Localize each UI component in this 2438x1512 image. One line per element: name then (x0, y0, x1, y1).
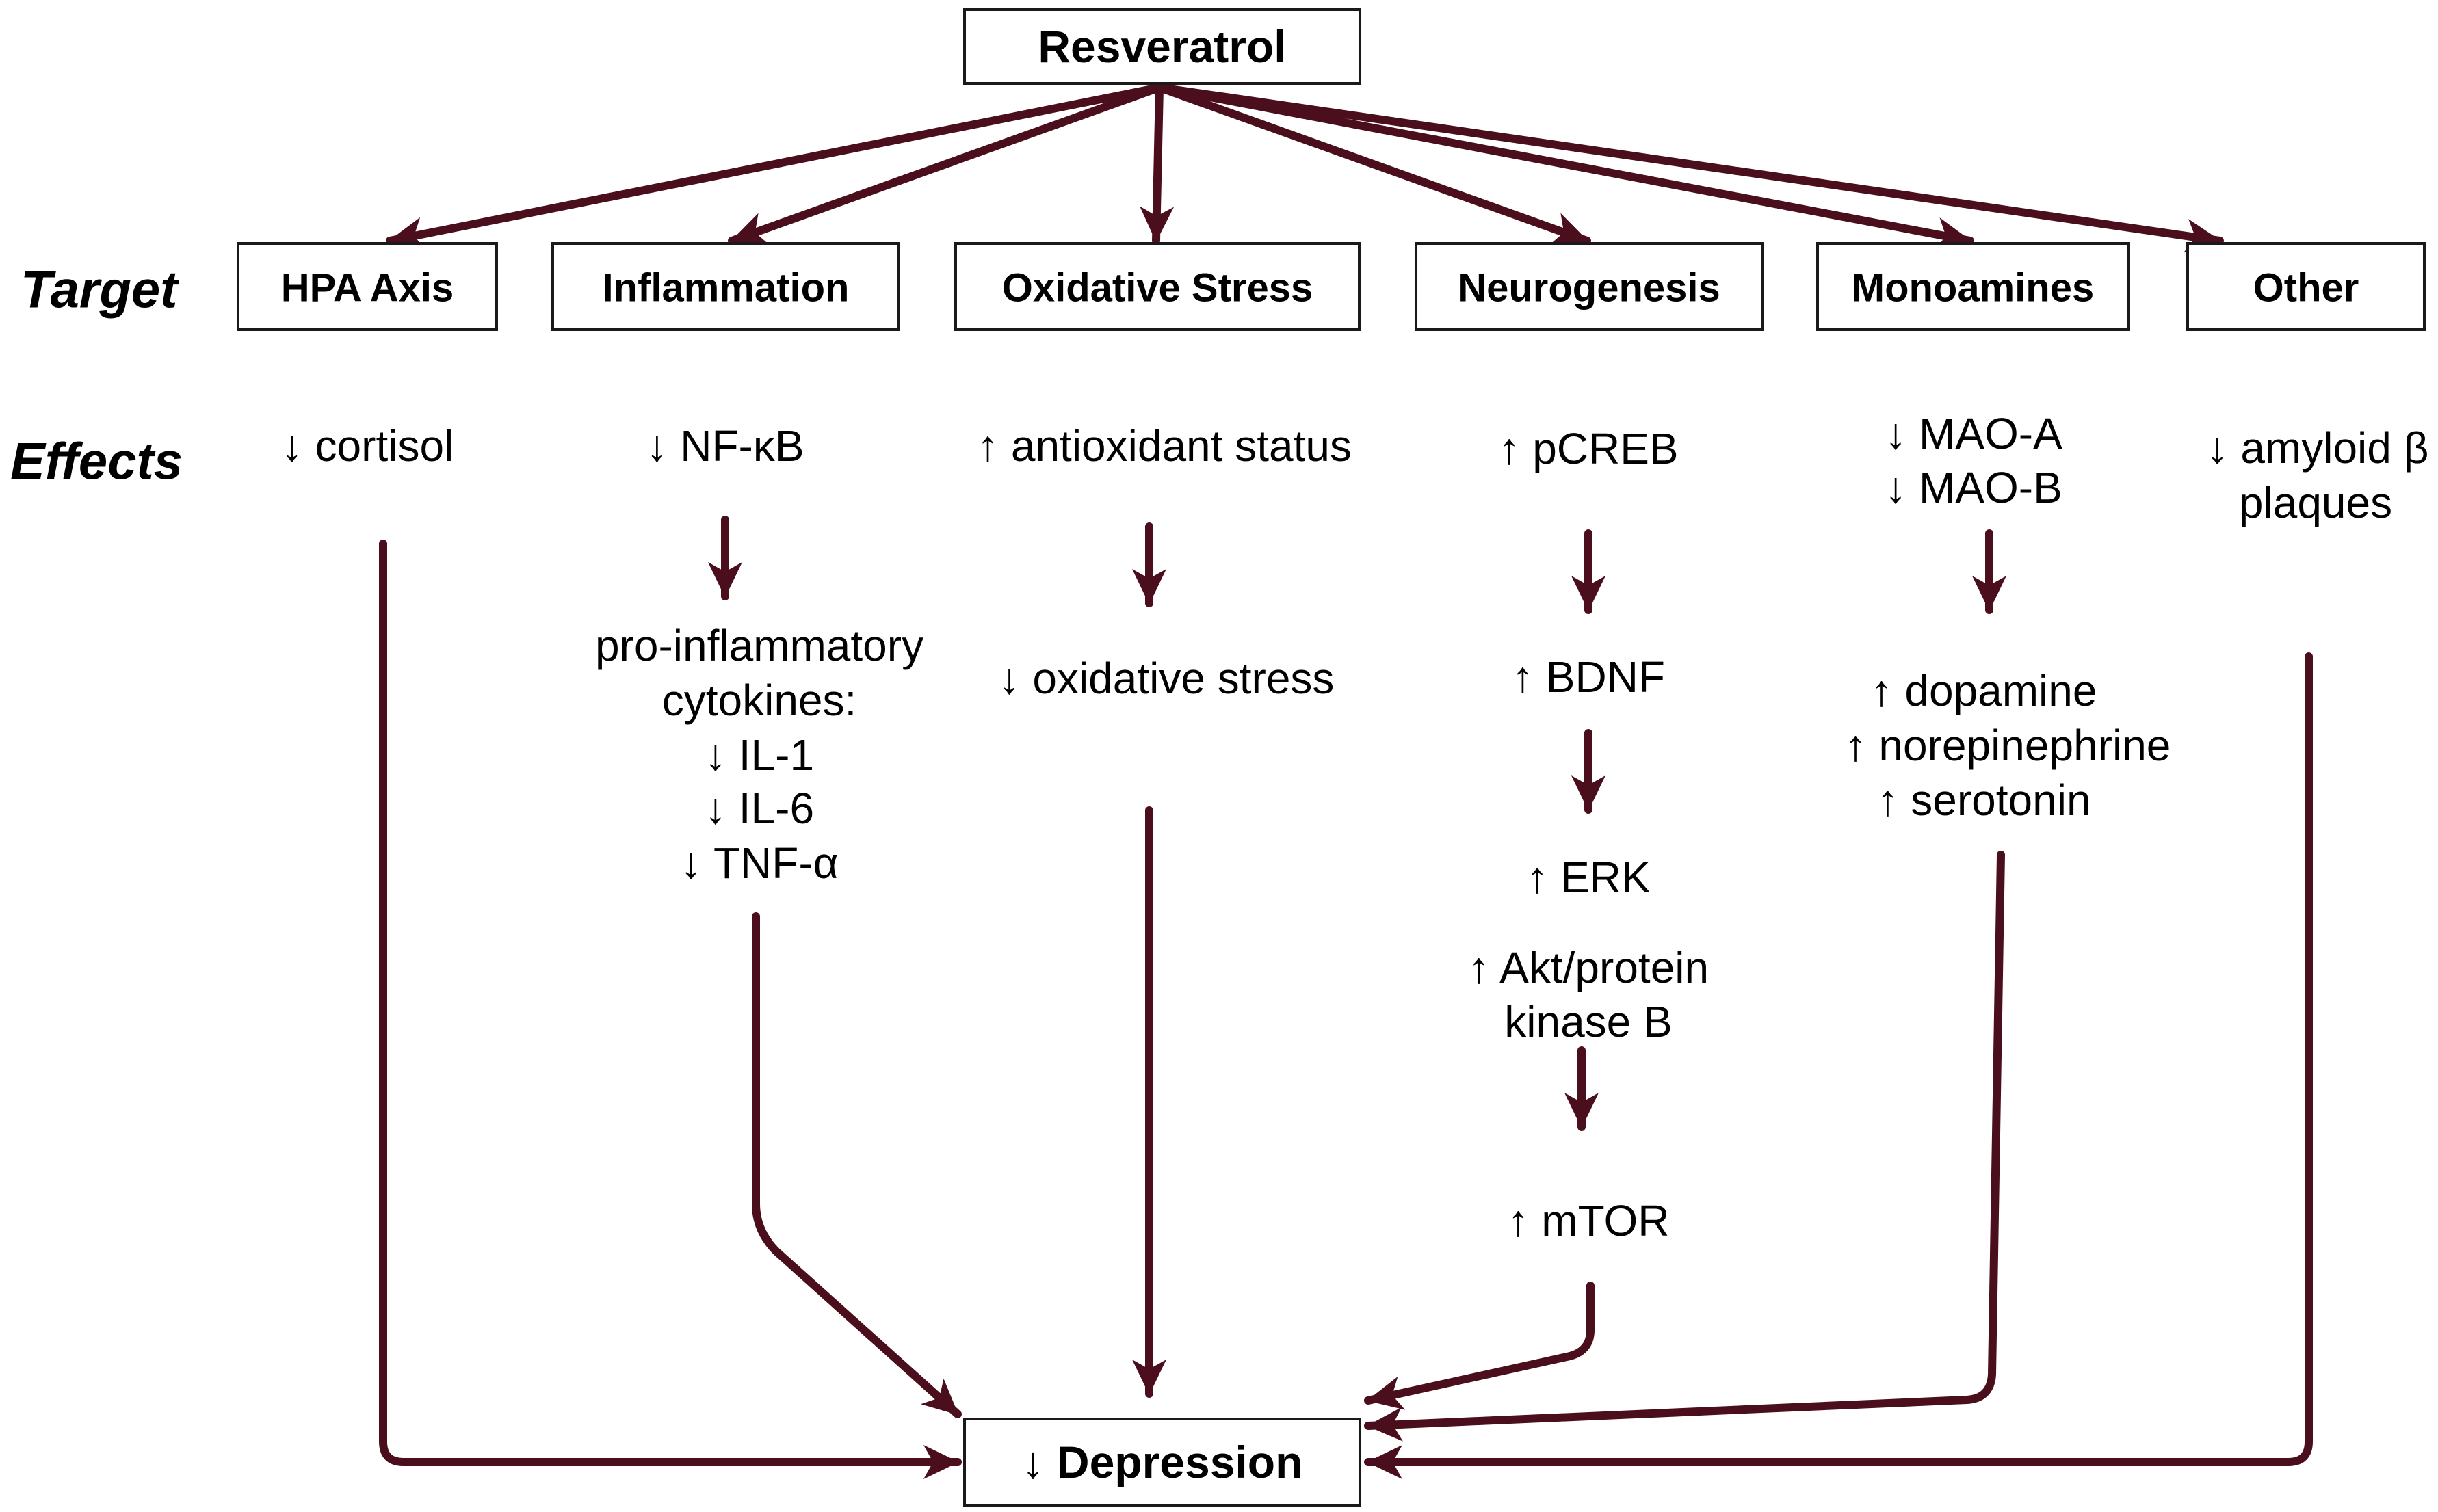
arrow-resveratrol-to-neurogenesis (1155, 83, 1591, 246)
arrow-resveratrol-to-monoamines (1155, 83, 1974, 252)
effect-mao-a: ↓ MAO-A (1885, 409, 2062, 458)
target-label-oxidative-stress: Oxidative Stress (1002, 266, 1313, 310)
depression-label: ↓ Depression (1022, 1437, 1303, 1487)
resveratrol-box: Resveratrol (963, 8, 1361, 85)
target-label-other: Other (2253, 266, 2359, 310)
arrow-resveratrol-to-hpa-axis (386, 83, 1164, 251)
effect-antioxidant-status: ↑ antioxidant status (977, 421, 1352, 470)
target-box-hpa-axis: HPA Axis (237, 242, 498, 331)
effect-amyloid-beta: ↓ amyloid β (2207, 423, 2429, 473)
effect-norepinephrine: ↑ norepinephrine (1845, 721, 2171, 770)
arrow-resveratrol-to-inflammation (728, 83, 1164, 246)
effect-erk: ↑ ERK (1526, 853, 1650, 902)
arrow-resveratrol-to-other (1155, 83, 2224, 253)
effect-kinase-b: kinase B (1504, 997, 1672, 1046)
target-box-inflammation: Inflammation (551, 242, 900, 331)
target-label-monoamines: Monoamines (1852, 266, 2095, 310)
arrow-resveratrol-to-oxidative-stress (1140, 83, 1175, 245)
effect-mtor: ↑ mTOR (1507, 1196, 1669, 1245)
depression-box: ↓ Depression (963, 1418, 1361, 1507)
effect-mao-b: ↓ MAO-B (1885, 463, 2062, 512)
effect-oxidative-stress: ↓ oxidative stress (999, 654, 1335, 703)
target-box-monoamines: Monoamines (1816, 242, 2130, 331)
effect-serotonin: ↑ serotonin (1876, 775, 2090, 825)
effect-il6: ↓ IL-6 (705, 784, 814, 833)
arrow-mtor-to-depression (1364, 1282, 1595, 1410)
arrow-layer (379, 83, 2313, 1479)
effect-pro-inflammatory: pro-inflammatory (595, 621, 923, 670)
effect-cortisol: ↓ cortisol (281, 421, 454, 470)
target-box-neurogenesis: Neurogenesis (1415, 242, 1764, 331)
effect-il1: ↓ IL-1 (705, 730, 814, 780)
effect-tnf-alpha: ↓ TNF-α (680, 838, 838, 888)
target-label-inflammation: Inflammation (603, 266, 850, 310)
row-label-effects: Effects (10, 433, 183, 491)
effect-dopamine: ↑ dopamine (1871, 666, 2097, 715)
arrow-cortisol-to-depression (379, 540, 962, 1479)
target-box-oxidative-stress: Oxidative Stress (954, 242, 1361, 331)
arrow-cytokines-to-depression (752, 912, 962, 1418)
arrow-monoamines-to-depression (1364, 851, 2005, 1442)
target-label-hpa-axis: HPA Axis (281, 266, 454, 310)
effect-cytokines: cytokines: (662, 676, 857, 725)
arrow-amyloid-to-depression (1364, 652, 2313, 1479)
resveratrol-label: Resveratrol (1038, 21, 1286, 72)
effect-nfkb: ↓ NF-κB (646, 421, 804, 470)
effect-pcreb: ↑ pCREB (1498, 424, 1678, 473)
effect-bdnf: ↑ BDNF (1512, 652, 1665, 702)
effect-akt-protein: ↑ Akt/protein (1468, 943, 1709, 992)
row-label-target: Target (21, 261, 179, 319)
effect-plaques: plaques (2239, 478, 2392, 527)
target-label-neurogenesis: Neurogenesis (1458, 266, 1720, 310)
target-box-other: Other (2186, 242, 2426, 331)
